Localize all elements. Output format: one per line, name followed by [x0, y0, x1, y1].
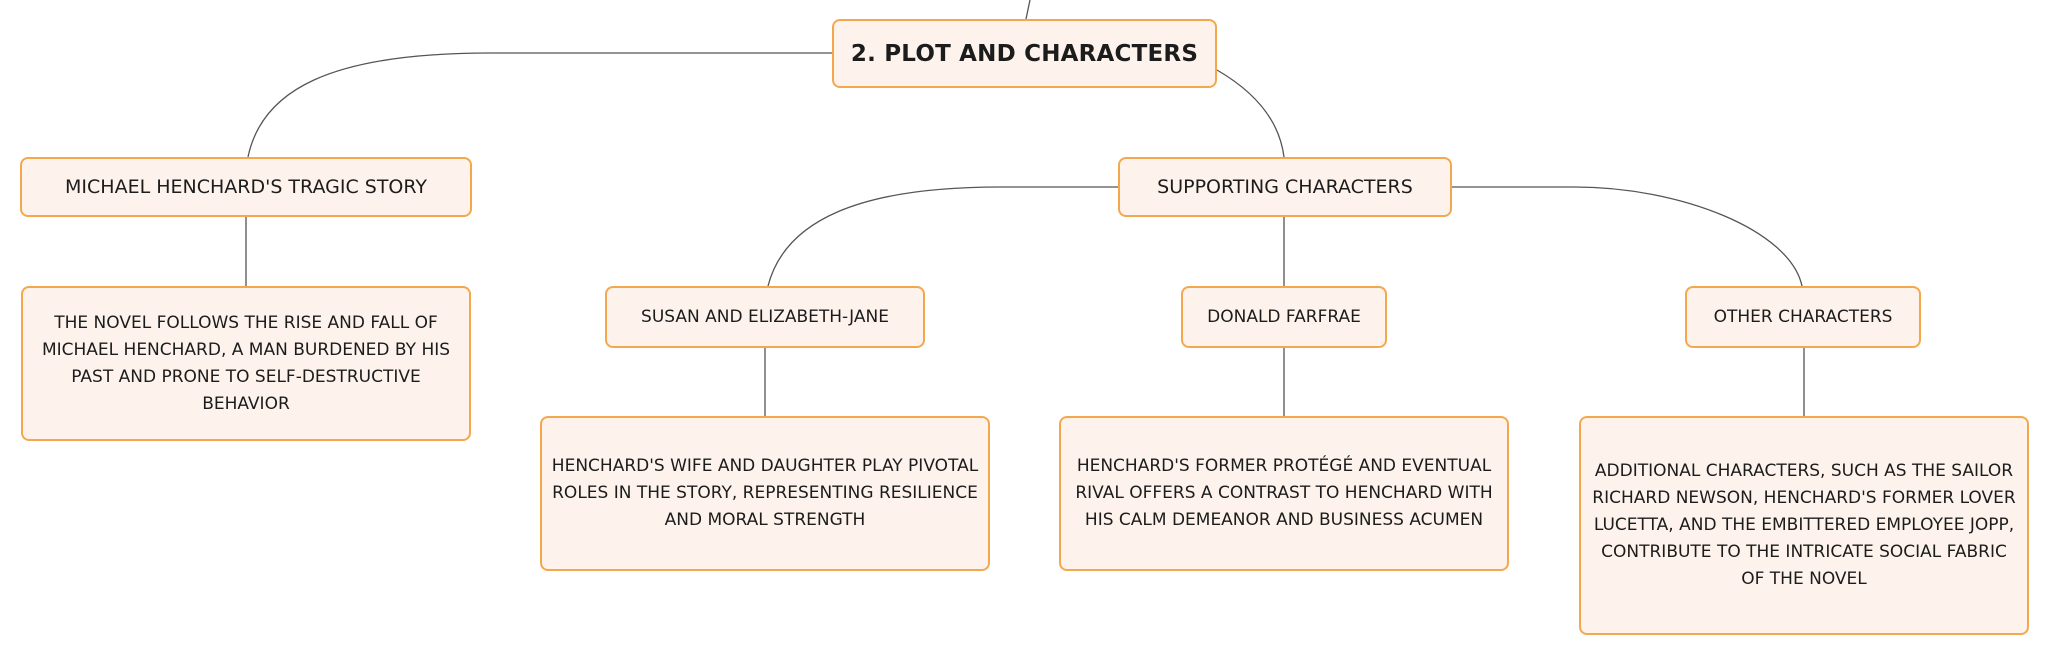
node-tragic-story[interactable]: MICHAEL HENCHARD'S TRAGIC STORY: [20, 157, 472, 217]
node-susan-elizabeth-jane-label: SUSAN AND ELIZABETH-JANE: [641, 307, 889, 327]
node-other-characters-label: OTHER CHARACTERS: [1713, 307, 1893, 327]
node-tragic-story-description-text: THE NOVEL FOLLOWS THE RISE AND FALL OF M…: [41, 312, 451, 414]
node-donald-farfrae-label: DONALD FARFRAE: [1207, 307, 1361, 327]
connector-supporting-to-others: [1452, 186, 1803, 287]
node-donald-farfrae-description[interactable]: HENCHARD'S FORMER PROTÉGÉ AND EVENTUAL R…: [1059, 416, 1509, 571]
node-donald-farfrae[interactable]: DONALD FARFRAE: [1181, 286, 1387, 348]
root-node-label: 2. PLOT AND CHARACTERS: [850, 40, 1199, 67]
node-susan-elizabeth-jane-description-text: HENCHARD'S WIFE AND DAUGHTER PLAY PIVOTA…: [551, 456, 979, 530]
connector-supporting-to-susan: [767, 186, 1118, 287]
node-supporting-characters[interactable]: SUPPORTING CHARACTERS: [1118, 157, 1452, 217]
node-other-characters[interactable]: OTHER CHARACTERS: [1685, 286, 1921, 348]
node-supporting-characters-label: SUPPORTING CHARACTERS: [1157, 176, 1413, 198]
node-tragic-story-description[interactable]: THE NOVEL FOLLOWS THE RISE AND FALL OF M…: [21, 286, 471, 441]
node-other-characters-description[interactable]: ADDITIONAL CHARACTERS, SUCH AS THE SAILO…: [1579, 416, 2029, 635]
connector-root-to-supporting: [1216, 69, 1285, 158]
node-susan-elizabeth-jane-description[interactable]: HENCHARD'S WIFE AND DAUGHTER PLAY PIVOTA…: [540, 416, 990, 571]
node-tragic-story-label: MICHAEL HENCHARD'S TRAGIC STORY: [65, 176, 427, 198]
node-donald-farfrae-description-text: HENCHARD'S FORMER PROTÉGÉ AND EVENTUAL R…: [1075, 456, 1493, 530]
connector-root-to-tragic-story: [247, 52, 832, 158]
node-susan-elizabeth-jane[interactable]: SUSAN AND ELIZABETH-JANE: [605, 286, 925, 348]
node-other-characters-description-text: ADDITIONAL CHARACTERS, SUCH AS THE SAILO…: [1592, 461, 2016, 589]
root-node[interactable]: 2. PLOT AND CHARACTERS: [832, 19, 1217, 88]
connector-parent-to-root: [1025, 0, 1031, 20]
